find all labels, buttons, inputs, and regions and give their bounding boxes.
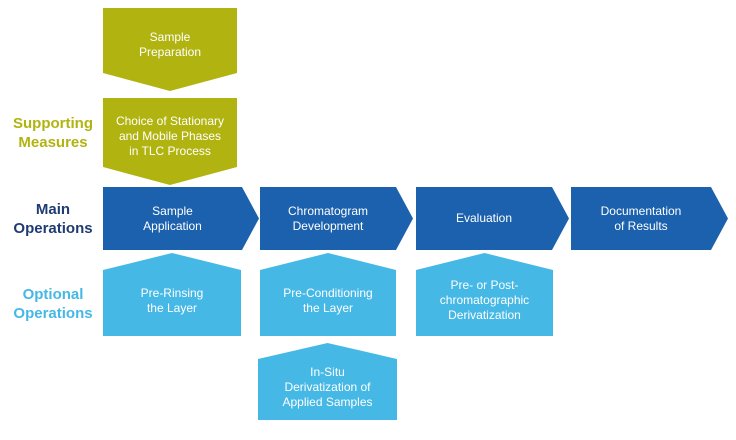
main-step-sample-application: Sample Application xyxy=(103,187,259,250)
optional-step-pre-conditioning: Pre-Conditioning the Layer xyxy=(260,253,396,336)
supporting-step-choice-of-phases: Choice of Stationary and Mobile Phases i… xyxy=(103,98,237,185)
supporting-step-sample-preparation: Sample Preparation xyxy=(103,8,237,91)
optional-step-in-situ-derivatization: In-Situ Derivatization of Applied Sample… xyxy=(258,343,397,420)
main-step-evaluation: Evaluation xyxy=(416,187,569,250)
row-label-optional-operations: Optional Operations xyxy=(13,286,93,322)
row-label-supporting-measures: Supporting Measures xyxy=(13,115,93,151)
main-step-documentation-of-results: Documentation of Results xyxy=(571,187,728,250)
optional-step-pre-rinsing: Pre-Rinsing the Layer xyxy=(103,253,241,336)
optional-step-derivatization: Pre- or Post- chromatographic Derivatiza… xyxy=(416,253,553,336)
row-label-main-operations: Main Operations xyxy=(13,201,93,237)
main-step-chromatogram-development: Chromatogram Development xyxy=(260,187,413,250)
